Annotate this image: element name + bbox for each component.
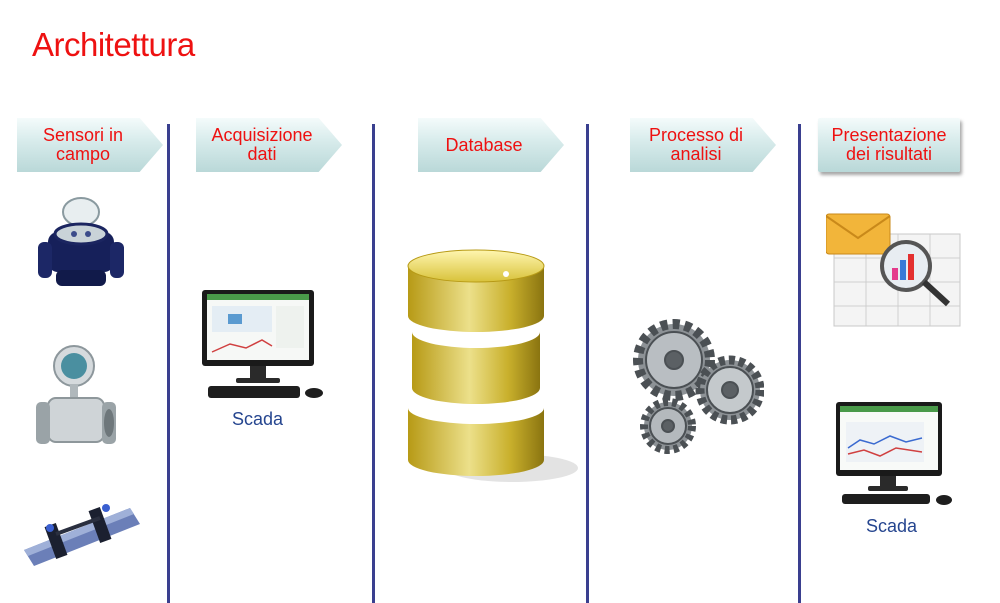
stage-header-acquisizione: Acquisizione dati [196, 118, 342, 172]
stage-label-acquisizione: Acquisizione dati [211, 125, 313, 164]
stage-label-sensori: Sensori in campo [42, 125, 124, 164]
scada-label-acquisizione: Scada [232, 409, 284, 429]
stage-header-presentazione: Presentazione dei risultati [818, 118, 960, 172]
column-divider-1 [167, 124, 170, 603]
computer-monitor-icon [836, 402, 952, 505]
column-divider-4 [798, 124, 801, 603]
scada-label-presentazione: Scada [866, 516, 918, 536]
email-chart-icon [826, 213, 961, 327]
flow-meter-icon [36, 345, 116, 444]
page-title: Architettura [32, 26, 195, 63]
column-divider-3 [586, 124, 589, 603]
database-icon [407, 249, 578, 482]
ultrasonic-clamp-icon [24, 504, 140, 566]
stage-header-database: Database [418, 118, 564, 172]
gears-icon [633, 319, 764, 454]
stage-header-sensori: Sensori in campo [17, 118, 163, 172]
stage-label-database: Database [445, 134, 523, 155]
stage-header-processo: Processo di analisi [630, 118, 776, 172]
column-divider-2 [372, 124, 375, 603]
water-meter-icon [38, 197, 124, 286]
stage-label-processo: Processo di analisi [648, 125, 744, 164]
computer-monitor-icon [202, 290, 323, 398]
stage-label-presentazione: Presentazione dei risultati [831, 125, 947, 164]
